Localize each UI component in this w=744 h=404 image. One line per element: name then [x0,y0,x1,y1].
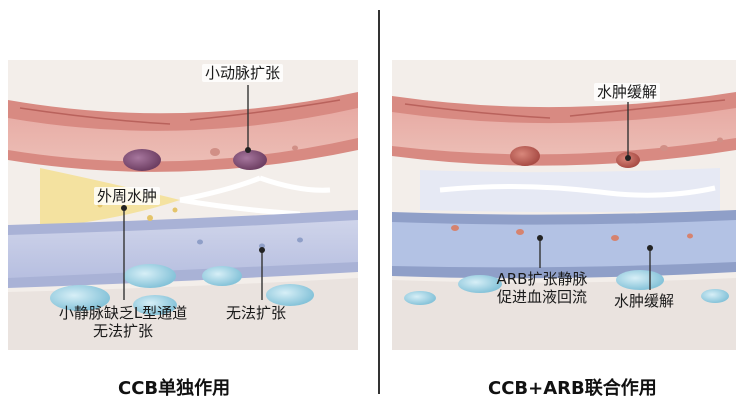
left-tissue-cell [266,284,314,306]
label-arteriole-dilation: 小动脉扩张 [202,64,283,82]
left-tissue-cell [124,264,176,288]
label-edema-relief-top: 水肿缓解 [594,83,660,101]
label-venule-no-l-channel: 小静脉缺乏L型通道 无法扩张 [48,304,198,340]
left-rbc [123,149,161,171]
label-arb-line1: ARB扩张静脉 [482,270,602,288]
right-panel-illustration [392,60,736,350]
label-edema-relief-bottom: 水肿缓解 [614,292,674,310]
label-venule-line2: 无法扩张 [48,322,198,340]
left-tissue-cell [202,266,242,286]
right-tissue-cell [701,289,729,303]
left-rbc [233,150,267,170]
label-peripheral-edema: 外周水肿 [94,187,160,205]
caption-ccb-arb-combo: CCB+ARB联合作用 [488,374,657,400]
right-vein-lumen [392,220,736,267]
label-cannot-dilate: 无法扩张 [226,304,286,322]
label-arb-line2: 促进血液回流 [482,288,602,306]
right-tissue-cell [404,291,436,305]
caption-ccb-alone: CCB单独作用 [118,374,230,400]
right-rbc [510,146,540,166]
label-arb-dilates-vein: ARB扩张静脉 促进血液回流 [482,270,602,306]
right-tissue-cell [616,270,664,290]
label-venule-line1: 小静脉缺乏L型通道 [48,304,198,322]
